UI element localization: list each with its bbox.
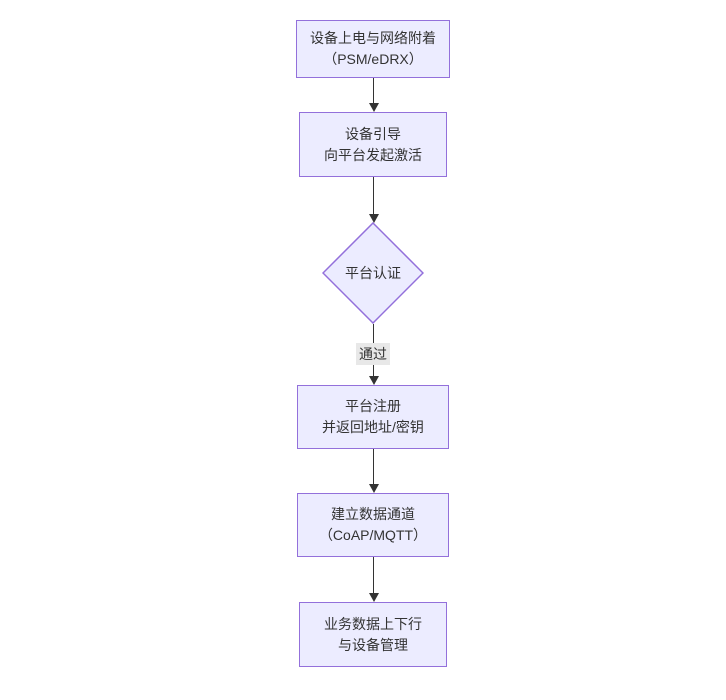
edge-register-to-channel bbox=[368, 449, 379, 493]
node-bootstrap-line2: 向平台发起激活 bbox=[324, 146, 422, 163]
node-power-attach: 设备上电与网络附着 （PSM/eDRX） bbox=[296, 20, 450, 78]
node-business-line2: 与设备管理 bbox=[338, 636, 408, 653]
edge-bootstrap-to-auth bbox=[368, 177, 379, 223]
node-power-attach-line2: （PSM/eDRX） bbox=[323, 51, 423, 67]
node-register-line2: 并返回地址/密钥 bbox=[322, 419, 424, 435]
node-auth: 平台认证 bbox=[322, 222, 424, 324]
edge-label-pass: 通过 bbox=[356, 343, 390, 365]
edge-channel-to-business bbox=[368, 557, 379, 602]
node-business-line1: 业务数据上下行 bbox=[324, 615, 422, 632]
arrowhead-down-icon bbox=[368, 484, 379, 493]
arrowhead-down-icon bbox=[368, 376, 379, 385]
arrowhead-down-icon bbox=[368, 103, 379, 112]
node-channel-line2: （CoAP/MQTT） bbox=[318, 527, 428, 543]
node-power-attach-line1: 设备上电与网络附着 bbox=[310, 30, 436, 46]
edge-line bbox=[373, 78, 374, 103]
edge-line bbox=[373, 449, 374, 484]
node-auth-label: 平台认证 bbox=[345, 265, 401, 281]
edge-line bbox=[373, 177, 374, 214]
diamond-shape-icon bbox=[322, 222, 424, 324]
node-channel: 建立数据通道 （CoAP/MQTT） bbox=[297, 493, 449, 557]
arrowhead-down-icon bbox=[368, 214, 379, 223]
node-bootstrap: 设备引导 向平台发起激活 bbox=[299, 112, 447, 177]
arrowhead-down-icon bbox=[368, 593, 379, 602]
edge-power-to-bootstrap bbox=[368, 78, 379, 112]
edge-line bbox=[373, 557, 374, 593]
node-bootstrap-line1: 设备引导 bbox=[345, 125, 401, 142]
node-register-line1: 平台注册 bbox=[345, 398, 401, 414]
node-channel-line1: 建立数据通道 bbox=[331, 506, 415, 522]
node-register: 平台注册 并返回地址/密钥 bbox=[297, 385, 449, 449]
node-business: 业务数据上下行 与设备管理 bbox=[299, 602, 447, 667]
